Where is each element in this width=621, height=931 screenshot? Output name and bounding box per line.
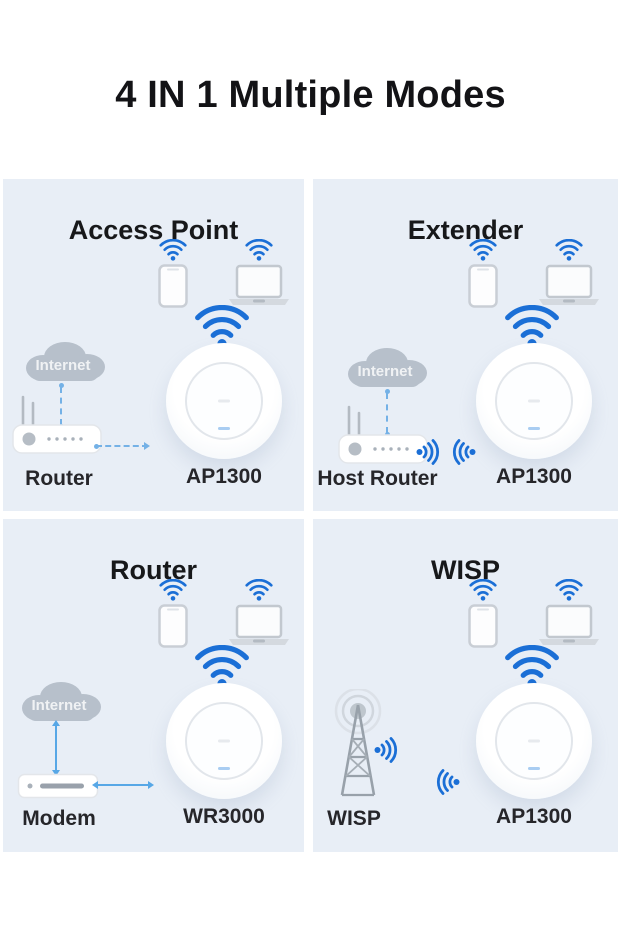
access-point-inner-ring [185, 702, 263, 780]
access-point-device [166, 683, 282, 799]
access-point-inner-ring [185, 362, 263, 440]
status-led [218, 767, 230, 770]
internet-cloud: Internet [335, 341, 435, 393]
smartphone-icon [158, 604, 188, 648]
device-label: AP1300 [496, 465, 572, 488]
laptop-icon [227, 604, 291, 647]
laptop-icon [537, 604, 601, 647]
laptop-icon [227, 264, 291, 307]
client-phone [151, 579, 195, 654]
brand-mark [528, 399, 540, 403]
client-phone [461, 239, 505, 314]
status-led [528, 767, 540, 770]
client-phone [461, 579, 505, 654]
page-title: 4 IN 1 Multiple Modes [115, 74, 506, 116]
mode-panel-wisp: WISP WISP AP1300 [313, 519, 618, 852]
brand-mark [528, 739, 540, 743]
modem-icon [17, 773, 99, 799]
source-label: Host Router [317, 467, 438, 490]
device-label: AP1300 [186, 465, 262, 488]
cloud-label: Internet [357, 362, 413, 380]
cloud-label: Internet [35, 356, 91, 374]
smartphone-icon [468, 264, 498, 308]
internet-cloud: Internet [13, 335, 113, 387]
wifi-icon [159, 239, 187, 261]
smartphone-icon [468, 604, 498, 648]
wifi-icon [555, 579, 583, 601]
client-laptop [533, 579, 605, 652]
smartphone-icon [158, 264, 188, 308]
signal-left-icon [452, 439, 477, 465]
device-label: WR3000 [183, 805, 265, 828]
wifi-icon [469, 239, 497, 261]
wifi-icon [245, 579, 273, 601]
access-point-device [476, 343, 592, 459]
wifi-icon [555, 239, 583, 261]
access-point-device [166, 343, 282, 459]
wired-link-vertical [52, 720, 60, 776]
access-point-inner-ring [495, 702, 573, 780]
signal-right-icon [373, 737, 398, 763]
wifi-icon [469, 579, 497, 601]
internet-cloud: Internet [9, 675, 109, 727]
laptop-icon [537, 264, 601, 307]
access-point-device [476, 683, 592, 799]
signal-right-icon [415, 439, 440, 465]
wired-link-horizontal [94, 442, 150, 450]
wifi-icon [159, 579, 187, 601]
client-phone [151, 239, 195, 314]
brand-mark [218, 739, 230, 743]
mode-panel-router: Router Internet Modem WR3000 [3, 519, 304, 852]
source-label: WISP [327, 807, 381, 830]
wired-link-horizontal [92, 781, 154, 789]
cloud-label: Internet [31, 696, 87, 714]
router-icon [11, 395, 103, 455]
client-laptop [533, 239, 605, 312]
source-label: Router [25, 467, 93, 490]
signal-left-icon [436, 769, 461, 795]
device-label: AP1300 [496, 805, 572, 828]
brand-mark [218, 399, 230, 403]
mode-panel-extender: Extender Internet Host Router AP1300 [313, 179, 618, 511]
client-laptop [223, 239, 295, 312]
mode-panel-access-point: Access Point Internet Router AP1300 [3, 179, 304, 511]
status-led [528, 427, 540, 430]
mode-title: Router [110, 555, 197, 586]
mode-title: Extender [407, 215, 524, 246]
source-label: Modem [22, 807, 96, 830]
status-led [218, 427, 230, 430]
client-laptop [223, 579, 295, 652]
mode-title: Access Point [68, 215, 239, 246]
access-point-inner-ring [495, 362, 573, 440]
wifi-icon [245, 239, 273, 261]
